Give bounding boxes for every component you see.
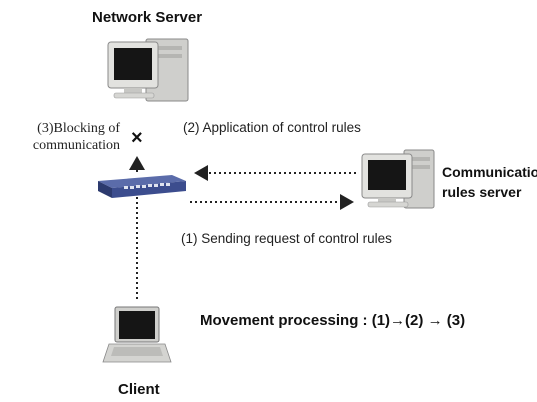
router-icon [98, 175, 186, 198]
step-1: (1) [371, 312, 391, 329]
rules-server-label-line1: Communication [442, 164, 537, 180]
sending-label: (1) Sending request of control rules [181, 231, 392, 246]
movement-processing: Movement processing : (1)→(2) → (3) [200, 312, 465, 329]
blocking-label: (3)Blocking of communication [2, 120, 120, 154]
client-label: Client [118, 381, 160, 398]
network-server-label: Network Server [92, 9, 203, 26]
arrow-icon: → [390, 312, 406, 329]
block-marker-icon: × [131, 127, 143, 149]
blocking-label-line2: communication [32, 138, 120, 153]
client-laptop-icon [102, 306, 172, 363]
arrow-icon: → [427, 312, 443, 329]
step-3: (3) [446, 312, 466, 329]
network-server-icon [107, 38, 189, 102]
blocking-label-line1: (3)Blocking of [37, 121, 120, 136]
step-2: (2) [405, 312, 424, 329]
rules-server-label: Communication rules server [442, 162, 537, 202]
movement-label: Movement processing : [200, 312, 372, 329]
rules-server-label-line2: rules server [442, 184, 522, 200]
rules-server-icon [361, 149, 435, 209]
application-label: (2) Application of control rules [183, 120, 361, 135]
